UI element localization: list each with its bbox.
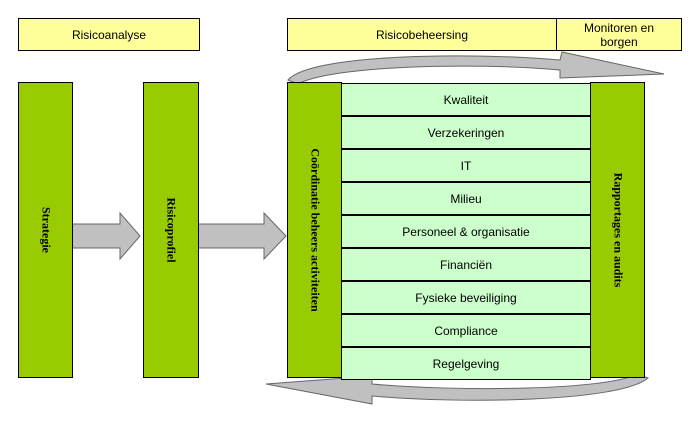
domain-item-label: IT <box>460 158 472 173</box>
domain-item: IT <box>341 149 591 182</box>
arrow-strategie-to-risicoprofiel <box>71 211 141 261</box>
domain-item-label: Compliance <box>434 323 498 338</box>
top-cycle-arrow <box>287 51 665 85</box>
header-risicoanalyse: Risicoanalyse <box>18 18 200 51</box>
header-monitoren-label: Monitoren en borgen <box>583 20 655 49</box>
pillar-strategie-label: Strategie <box>39 207 53 253</box>
domain-item: Regelgeving <box>341 347 591 380</box>
header-monitoren: Monitoren en borgen <box>556 18 682 51</box>
pillar-rapportages: Rapportages en audits <box>590 82 645 378</box>
pillar-coordinatie: Coördinatie beheers activiteiten <box>287 82 342 378</box>
domain-item: Milieu <box>341 182 591 215</box>
domain-item-label: Milieu <box>450 191 482 206</box>
header-risicobeheersing: Risicobeheersing <box>287 18 557 51</box>
pillar-strategie: Strategie <box>18 82 73 378</box>
header-risicobeheersing-label: Risicobeheersing <box>375 27 469 42</box>
header-risicoanalyse-label: Risicoanalyse <box>71 27 147 42</box>
domain-item: Personeel & organisatie <box>341 215 591 248</box>
pillar-risicoprofiel-label: Risicoprofiel <box>164 197 179 263</box>
domain-item-label: Kwaliteit <box>443 92 489 107</box>
domain-item: Fysieke beveiliging <box>341 281 591 314</box>
pillar-coordinatie-label: Coördinatie beheers activiteiten <box>308 148 322 312</box>
domain-item-label: Personeel & organisatie <box>402 224 530 239</box>
domain-item-label: Fysieke beveiliging <box>415 290 517 305</box>
domain-item-label: Verzekeringen <box>427 125 505 140</box>
domain-item: Compliance <box>341 314 591 347</box>
pillar-rapportages-label: Rapportages en audits <box>611 172 625 288</box>
pillar-risicoprofiel: Risicoprofiel <box>143 82 199 378</box>
domain-item-label: Regelgeving <box>432 356 500 371</box>
bottom-cycle-arrow <box>265 373 649 405</box>
domain-item-label: Financiën <box>439 257 493 272</box>
domain-item: Financiën <box>341 248 591 281</box>
domain-item: Kwaliteit <box>341 83 591 116</box>
domain-item: Verzekeringen <box>341 116 591 149</box>
arrow-risicoprofiel-to-coordinatie <box>197 211 287 261</box>
